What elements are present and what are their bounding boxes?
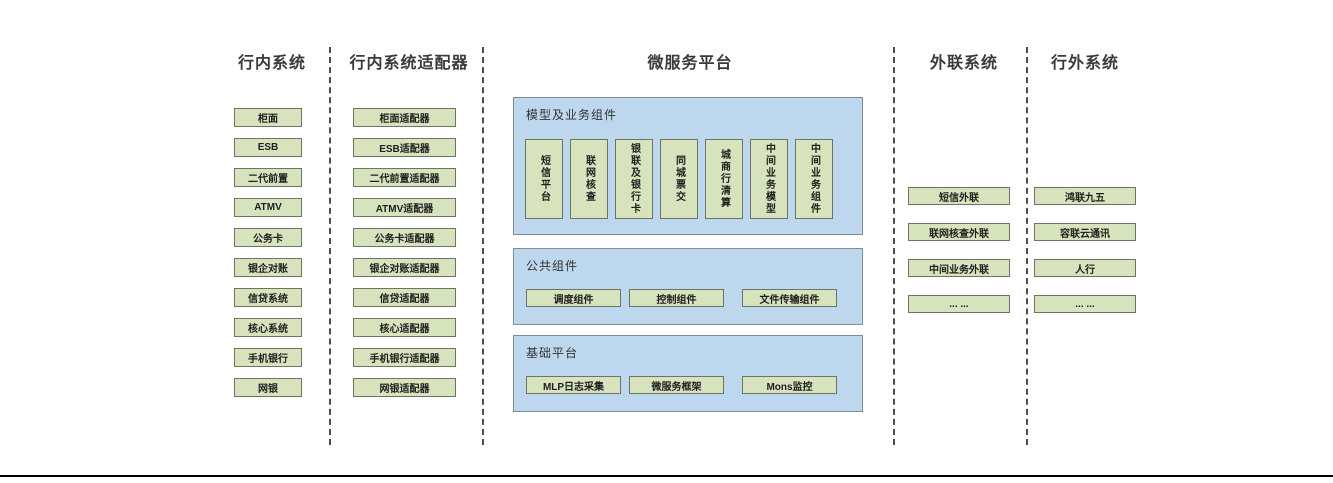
adapter-box: 核心适配器	[353, 318, 456, 337]
column-divider	[1026, 47, 1028, 445]
system-box: 人行	[1034, 259, 1136, 277]
outbound-systems-column: 短信外联 联网核查外联 中间业务外联 ... ...	[908, 187, 1010, 313]
component-box: 联网核查	[570, 139, 608, 219]
system-box: 柜面	[234, 108, 302, 127]
system-box: ATMV	[234, 198, 302, 217]
adapter-box: 二代前置适配器	[353, 168, 456, 187]
system-box: 容联云通讯	[1034, 223, 1136, 241]
system-box: 手机银行	[234, 348, 302, 367]
system-box: 核心系统	[234, 318, 302, 337]
component-box: 调度组件	[526, 289, 621, 307]
section-title: 公共组件	[526, 259, 579, 273]
system-box: 公务卡	[234, 228, 302, 247]
system-box: 网银	[234, 378, 302, 397]
adapter-box: 网银适配器	[353, 378, 456, 397]
system-box: 银企对账	[234, 258, 302, 277]
system-box: 信贷系统	[234, 288, 302, 307]
adapter-box: 银企对账适配器	[353, 258, 456, 277]
component-box: 银联及银行卡	[615, 139, 653, 219]
section-title: 模型及业务组件	[526, 108, 618, 122]
system-box: ... ...	[908, 295, 1010, 313]
column-header-adapters: 行内系统适配器	[349, 55, 469, 72]
model-components-row: 短信平台 联网核查 银联及银行卡 同城票交 城商行清算 中间业务模型 中间业务组…	[525, 139, 833, 219]
bottom-border-line	[0, 475, 1333, 477]
column-divider	[329, 47, 331, 445]
system-box: 二代前置	[234, 168, 302, 187]
component-box: 微服务框架	[629, 376, 724, 394]
system-box: 联网核查外联	[908, 223, 1010, 241]
adapters-column: 柜面适配器 ESB适配器 二代前置适配器 ATMV适配器 公务卡适配器 银企对账…	[353, 108, 456, 397]
system-box: 短信外联	[908, 187, 1010, 205]
adapter-box: 信贷适配器	[353, 288, 456, 307]
system-box: 鸿联九五	[1034, 187, 1136, 205]
adapter-box: ATMV适配器	[353, 198, 456, 217]
external-systems-column: 鸿联九五 容联云通讯 人行 ... ...	[1034, 187, 1136, 313]
adapter-box: 手机银行适配器	[353, 348, 456, 367]
column-header-outbound-systems: 外联系统	[929, 55, 998, 72]
column-divider	[893, 47, 895, 445]
adapter-box: 公务卡适配器	[353, 228, 456, 247]
component-box: 同城票交	[660, 139, 698, 219]
adapter-box: 柜面适配器	[353, 108, 456, 127]
system-box: ESB	[234, 138, 302, 157]
section-title: 基础平台	[526, 346, 579, 360]
column-header-external-systems: 行外系统	[1050, 55, 1119, 72]
system-box: 中间业务外联	[908, 259, 1010, 277]
platform-section-model-components: 模型及业务组件 短信平台 联网核查 银联及银行卡 同城票交 城商行清算 中间业务…	[513, 97, 863, 235]
column-header-microservice-platform: 微服务平台	[647, 55, 733, 72]
component-box: 中间业务模型	[750, 139, 788, 219]
component-box: Mons监控	[742, 376, 837, 394]
column-header-internal-systems: 行内系统	[237, 55, 306, 72]
platform-section-base-platform: 基础平台 MLP日志采集 微服务框架 Mons监控	[513, 335, 863, 412]
component-box: 中间业务组件	[795, 139, 833, 219]
system-box: ... ...	[1034, 295, 1136, 313]
component-box: 控制组件	[629, 289, 724, 307]
platform-section-common-components: 公共组件 调度组件 控制组件 文件传输组件	[513, 248, 863, 325]
internal-systems-column: 柜面 ESB 二代前置 ATMV 公务卡 银企对账 信贷系统 核心系统 手机银行…	[234, 108, 302, 397]
component-box: 短信平台	[525, 139, 563, 219]
component-box: 城商行清算	[705, 139, 743, 219]
adapter-box: ESB适配器	[353, 138, 456, 157]
component-box: 文件传输组件	[742, 289, 837, 307]
component-box: MLP日志采集	[526, 376, 621, 394]
column-divider	[482, 47, 484, 445]
